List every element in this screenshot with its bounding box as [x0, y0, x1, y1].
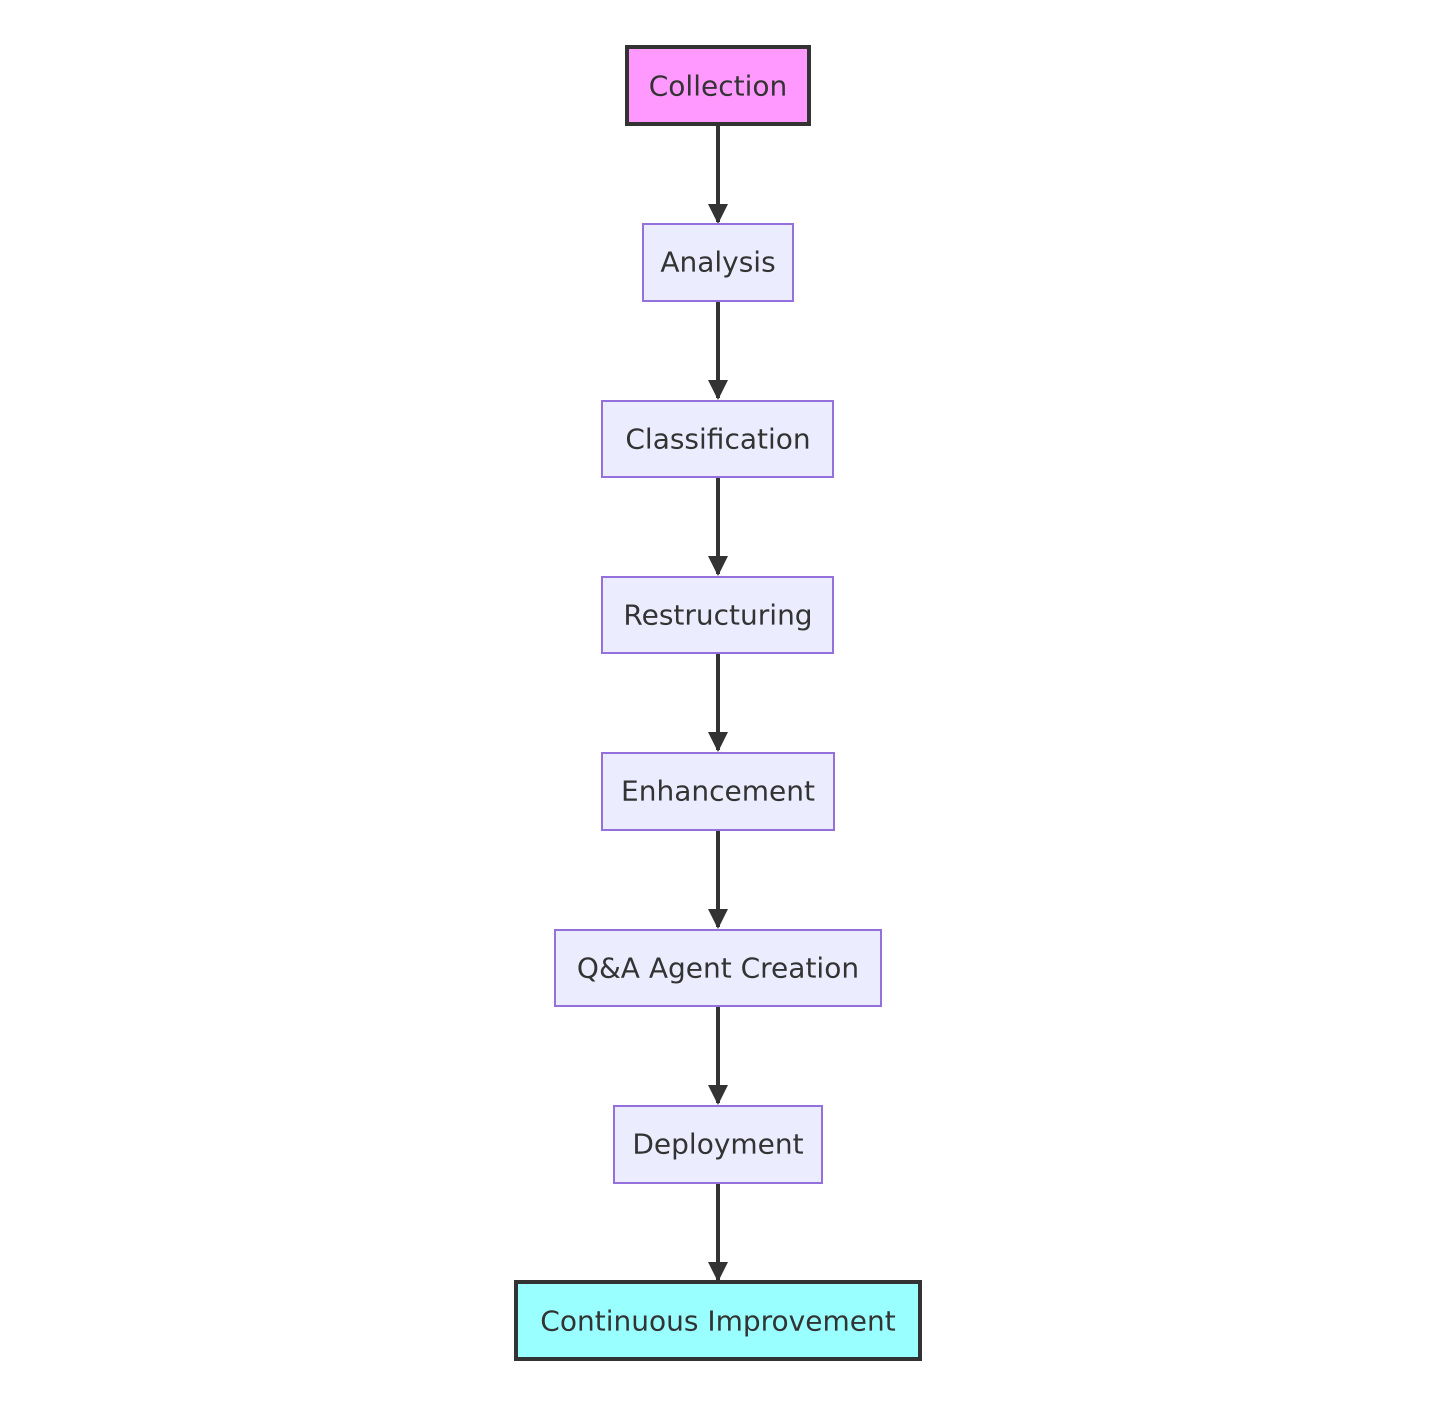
node-qa-agent-creation[interactable]: Q&A Agent Creation: [554, 929, 882, 1007]
node-analysis[interactable]: Analysis: [642, 223, 794, 302]
node-deployment[interactable]: Deployment: [613, 1105, 823, 1184]
node-enhancement[interactable]: Enhancement: [601, 752, 835, 831]
node-label: Enhancement: [621, 775, 815, 808]
node-label: Analysis: [660, 246, 775, 279]
node-label: Classification: [625, 423, 810, 456]
node-label: Collection: [649, 70, 788, 103]
node-label: Q&A Agent Creation: [577, 952, 859, 985]
node-label: Deployment: [632, 1128, 803, 1161]
node-box: [625, 45, 811, 126]
node-box: [613, 1105, 823, 1184]
node-box: [601, 576, 834, 654]
node-restructuring[interactable]: Restructuring: [601, 576, 834, 654]
node-box: [554, 929, 882, 1007]
node-label: Restructuring: [623, 599, 812, 632]
node-box: [601, 752, 835, 831]
node-continuous-improvement[interactable]: Continuous Improvement: [514, 1280, 922, 1361]
node-collection[interactable]: Collection: [625, 45, 811, 126]
node-label: Continuous Improvement: [540, 1305, 895, 1338]
node-classification[interactable]: Classification: [601, 400, 834, 478]
node-box: [514, 1280, 922, 1361]
node-box: [601, 400, 834, 478]
node-box: [642, 223, 794, 302]
